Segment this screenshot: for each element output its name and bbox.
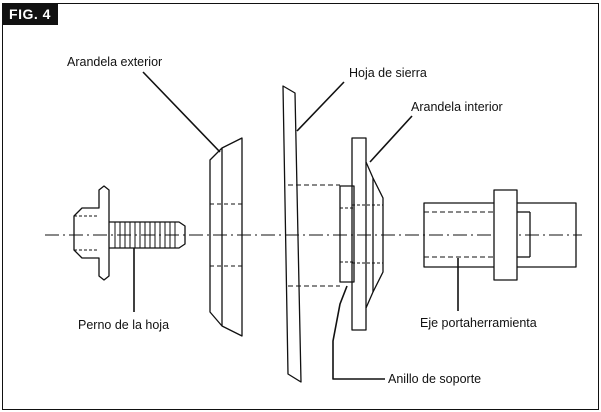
arbor-part [423,189,577,281]
label-support-ring: Anillo de soporte [388,372,482,386]
inner-washer-leader [369,115,413,163]
label-blade-bolt: Perno de la hoja [78,318,170,332]
figure-number: FIG. 4 [2,3,58,25]
blade-bolt-part [73,185,186,281]
outer-washer-leader [142,71,221,153]
label-inner-washer: Arandela interior [411,100,503,114]
label-arbor: Eje portaherramienta [420,316,537,330]
saw-blade-leader [296,81,345,132]
label-saw-blade: Hoja de sierra [349,66,427,80]
label-outer-washer: Arandela exterior [67,55,163,69]
saw-blade-part [282,85,340,383]
inner-washer-part [351,137,384,331]
support-ring-leader [332,285,385,380]
outer-washer-part [209,137,243,337]
